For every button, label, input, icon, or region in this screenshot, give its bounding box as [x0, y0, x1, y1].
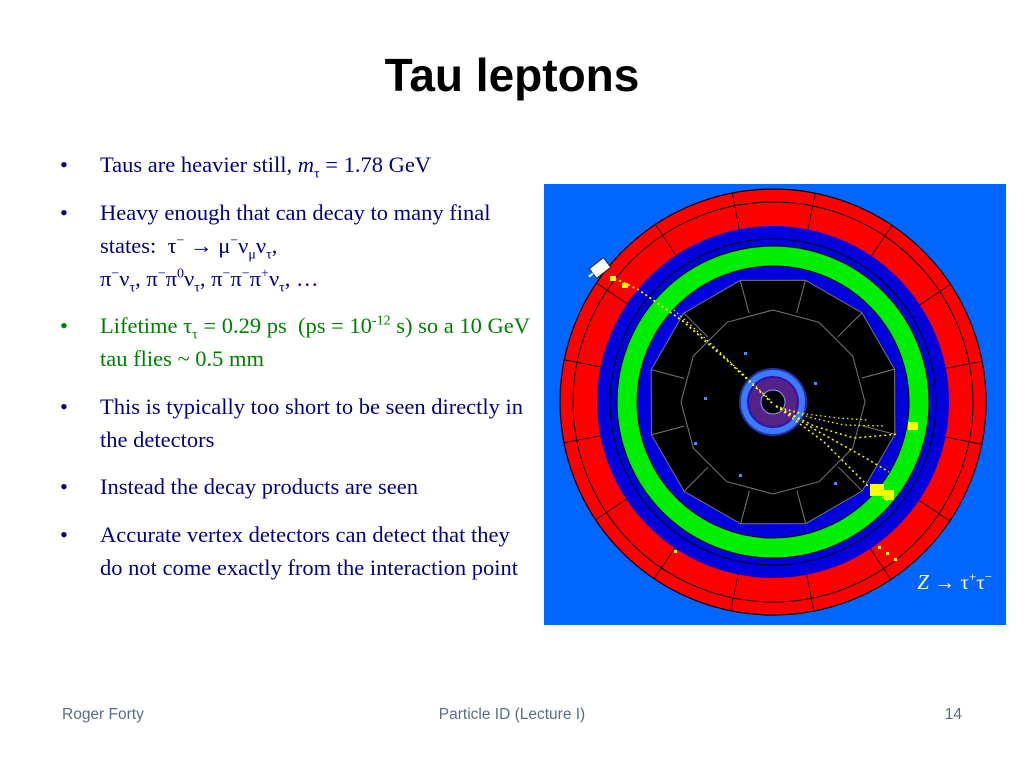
slide-title: Tau leptons	[384, 49, 640, 101]
bullet-dot: •	[60, 313, 68, 338]
footer-page-number: 14	[944, 706, 962, 723]
calorimeter-segment-line	[945, 436, 982, 445]
calorimeter-energy-deposit	[908, 422, 918, 430]
tracking-segment-line	[861, 425, 895, 435]
tracking-segment-line	[837, 312, 863, 338]
bullet-item-4: • This is typically too short to be seen …	[60, 390, 530, 456]
calorimeter-segment-line	[806, 574, 815, 612]
figure-caption: Z → τ+τ−	[917, 569, 992, 594]
bullet-text: Taus are heavier still, mτ = 1.78 GeV	[100, 152, 432, 182]
tracking-segment-line	[837, 466, 863, 492]
detector-event-display	[544, 182, 1006, 625]
bullet-text: This is typically too short to be seen d…	[100, 393, 524, 452]
bullet-dot: •	[60, 393, 68, 419]
tracking-segment-line	[796, 280, 806, 314]
tracking-segment-line	[683, 466, 709, 492]
outer-calorimeter-inner-line	[572, 201, 974, 603]
bullet-item-1: • Taus are heavier still, mτ = 1.78 GeV	[60, 148, 530, 181]
outer-calorimeter-edge	[559, 188, 987, 616]
calorimeter-energy-deposit	[870, 484, 884, 496]
calorimeter-segment-line	[870, 225, 893, 257]
bullet-text: Lifetime ττ = 0.29 ps (ps = 10-12 s) so …	[100, 313, 530, 371]
detector-hit	[886, 552, 889, 555]
bullet-item-5: • Instead the decay products are seen	[60, 470, 530, 503]
footer-course: Particle ID (Lecture I)	[438, 706, 586, 723]
bullet-dot: •	[60, 152, 68, 177]
muon-chamber-hit	[588, 257, 612, 279]
calorimeter-segment-line	[654, 224, 677, 256]
detector-hit	[694, 442, 697, 445]
calorimeter-segment-line	[653, 547, 676, 579]
bullet-text: Instead the decay products are seen	[100, 474, 418, 499]
calorimeter-segment-line	[731, 192, 740, 230]
calorimeter-segment-line	[563, 435, 601, 444]
calorimeter-segment-line	[945, 360, 983, 369]
calorimeter-energy-deposit	[622, 283, 628, 288]
calorimeter-segment-line	[596, 282, 628, 305]
bullet-dot: •	[60, 199, 68, 225]
bullet-text: Accurate vertex detectors can detect tha…	[100, 521, 518, 580]
bullet-list: • Taus are heavier still, mτ = 1.78 GeV • H…	[60, 148, 530, 598]
event-display-figure: Z → τ+τ−	[544, 182, 1006, 625]
tracking-segment-line	[651, 425, 685, 436]
decay-track	[775, 405, 885, 427]
tracking-inner-layer	[680, 309, 866, 495]
calorimeter-segment-line	[730, 574, 739, 611]
calorimeter-energy-deposit	[884, 490, 894, 500]
decay-track	[775, 405, 900, 439]
calorimeter-segment-line	[807, 193, 816, 230]
tracking-segment-line	[740, 490, 750, 524]
detector-hit	[704, 397, 707, 400]
calorimeter-segment-line	[564, 359, 601, 368]
decay-track	[775, 405, 890, 473]
calorimeter-energy-deposit	[610, 276, 616, 281]
bullet-dot: •	[60, 521, 68, 547]
calorimeter-segment-line	[869, 548, 892, 580]
calorimeter-segment-line	[595, 498, 627, 521]
bullet-item-3: • Lifetime ττ = 0.29 ps (ps = 10-12 s) so…	[60, 309, 530, 375]
detector-hit	[744, 352, 747, 355]
detector-hit	[814, 382, 817, 385]
detector-hit	[834, 482, 837, 485]
tracking-segment-line	[651, 369, 685, 379]
tracking-segment-line	[796, 490, 807, 524]
bullet-item-6: • Accurate vertex detectors can detect th…	[60, 518, 530, 584]
tracking-segment-line	[683, 312, 709, 338]
tracking-segment-line	[739, 280, 750, 314]
footer-author: Roger Forty	[62, 706, 144, 723]
beam-pipe	[760, 389, 786, 415]
detector-hit	[674, 550, 677, 553]
detector-hit	[739, 474, 742, 477]
tracking-segment-line	[861, 368, 895, 379]
detector-hit	[894, 558, 897, 561]
calorimeter-segment-line	[919, 283, 951, 306]
bullet-item-2: • Heavy enough that can decay to many fin…	[60, 196, 530, 295]
calorimeter-segment-line	[918, 499, 950, 522]
figure-top-edge	[544, 182, 1006, 184]
bullet-text: Heavy enough that can decay to many fina…	[100, 199, 491, 295]
decay-track	[673, 309, 771, 401]
bullet-dot: •	[60, 474, 68, 499]
detector-hit	[878, 546, 881, 549]
